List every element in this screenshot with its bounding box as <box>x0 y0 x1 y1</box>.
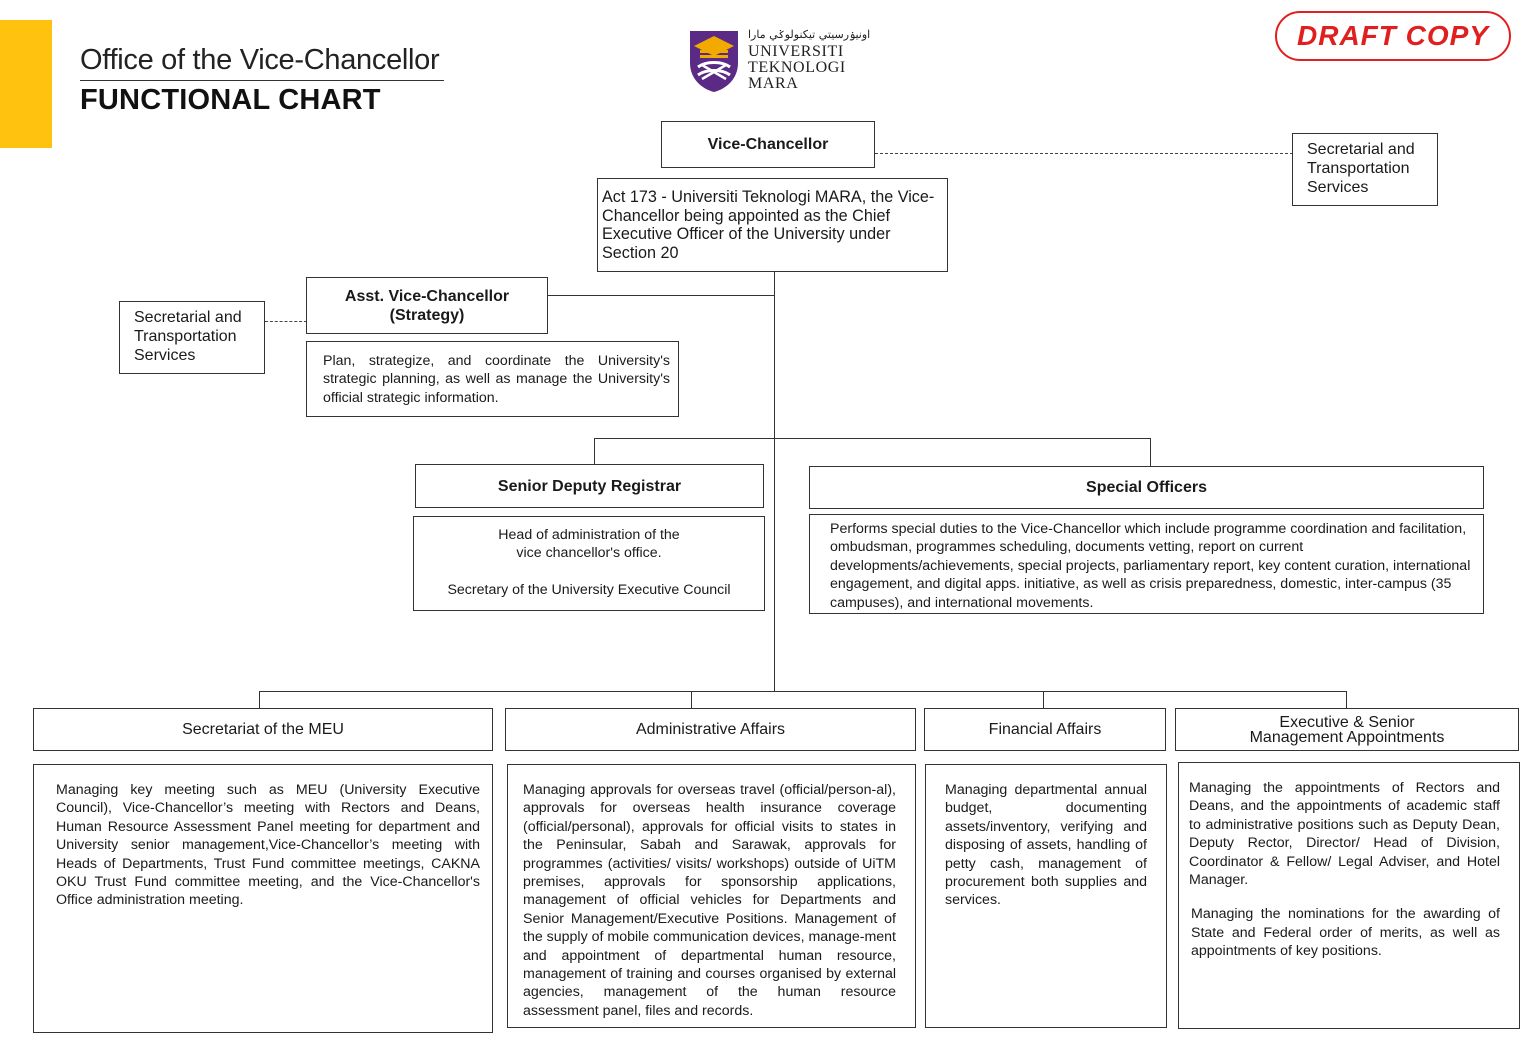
unit-administrative-affairs-description: Managing approvals for overseas travel (… <box>523 782 897 1019</box>
uitm-logo: اونيۏرسيتي تيكنولوݢي مارا UNIVERSITI TEK… <box>686 27 870 93</box>
dashed-connector-avc-secretarial <box>265 321 307 322</box>
unit-financial-affairs-description: Managing departmental annual budget, doc… <box>945 782 1147 909</box>
chart-title: FUNCTIONAL CHART <box>80 84 381 116</box>
unit-appointments-description-p2: Managing the nominations for the awardin… <box>1191 906 1500 960</box>
logo-arabic-text: اونيۏرسيتي تيكنولوݢي مارا <box>748 28 871 41</box>
special-officers-box: Special Officers <box>809 466 1484 509</box>
unit-financial-affairs-description-box: Managing departmental annual budget, doc… <box>925 764 1167 1028</box>
unit-secretariat-meu-description-box: Managing key meeting such as MEU (Univer… <box>33 764 493 1033</box>
uitm-crest-icon <box>690 31 738 92</box>
logo-word-teknologi: TEKNOLOGI <box>748 59 846 76</box>
sdr-desc-line3: Secretary of the University Executive Co… <box>447 581 731 598</box>
avc-secretarial-text: Secretarial and Transportation Services <box>134 309 242 364</box>
sdr-desc-line2: vice chancellor's office. <box>516 545 662 562</box>
senior-deputy-registrar-title: Senior Deputy Registrar <box>497 477 682 495</box>
unit-appointments-title-line1: Executive & Senior <box>1279 713 1415 731</box>
asst-vc-title: Asst. Vice-Chancellor <box>344 287 510 305</box>
accent-bar <box>0 20 52 148</box>
vice-chancellor-title: Vice-Chancellor <box>707 136 829 153</box>
logo-word-universiti: UNIVERSITI <box>748 43 844 60</box>
asst-vc-description-box: Plan, strategize, and coordinate the Uni… <box>306 341 679 417</box>
avc-secretarial-box: Secretarial and Transportation Services <box>119 301 265 374</box>
senior-deputy-registrar-description-box: Head of administration of the vice chanc… <box>413 516 765 611</box>
connector-tier3-bar <box>259 691 1347 692</box>
connector-appointments-drop <box>1346 691 1347 708</box>
vice-chancellor-description-box: Act 173 - Universiti Teknologi MARA, the… <box>597 178 948 272</box>
connector-special-drop <box>1150 438 1151 466</box>
unit-financial-affairs-box: Financial Affairs <box>924 708 1166 751</box>
sdr-desc-line1: Head of administration of the <box>498 527 680 543</box>
dashed-connector-vc-secretarial <box>875 153 1293 154</box>
vc-secretarial-text: Secretarial and Transportation Services <box>1307 141 1415 196</box>
unit-administrative-affairs-box: Administrative Affairs <box>505 708 916 751</box>
draft-copy-stamp: DRAFT COPY <box>1275 11 1511 61</box>
connector-vc-spine <box>774 271 775 692</box>
title-divider <box>80 80 444 81</box>
unit-secretariat-meu-box: Secretariat of the MEU <box>33 708 493 751</box>
connector-avc-branch <box>547 295 775 296</box>
senior-deputy-registrar-box: Senior Deputy Registrar <box>415 464 764 508</box>
unit-administrative-affairs-title: Administrative Affairs <box>635 721 786 738</box>
logo-word-mara: MARA <box>748 75 799 92</box>
special-officers-description: Performs special duties to the Vice-Chan… <box>830 521 1471 611</box>
connector-tier2-bar <box>594 438 1151 439</box>
unit-secretariat-meu-description: Managing key meeting such as MEU (Univer… <box>56 782 480 909</box>
special-officers-description-box: Performs special duties to the Vice-Chan… <box>809 514 1484 614</box>
unit-financial-affairs-title: Financial Affairs <box>988 721 1102 738</box>
asst-vc-subtitle: (Strategy) <box>389 306 465 324</box>
connector-sdr-drop <box>594 438 595 465</box>
vc-secretarial-box: Secretarial and Transportation Services <box>1292 133 1438 206</box>
office-title: Office of the Vice-Chancellor <box>80 44 440 76</box>
unit-appointments-description-box: Managing the appointments of Rectors and… <box>1178 762 1520 1029</box>
vice-chancellor-description: Act 173 - Universiti Teknologi MARA, the… <box>602 188 935 262</box>
asst-vc-description: Plan, strategize, and coordinate the Uni… <box>323 353 670 406</box>
asst-vice-chancellor-box: Asst. Vice-Chancellor (Strategy) <box>306 277 548 334</box>
connector-meu-drop <box>259 691 260 708</box>
connector-admin-drop <box>691 691 692 708</box>
unit-appointments-box: Executive & Senior Management Appointmen… <box>1175 708 1519 751</box>
unit-administrative-affairs-description-box: Managing approvals for overseas travel (… <box>507 764 916 1028</box>
special-officers-title: Special Officers <box>1086 479 1207 496</box>
unit-appointments-title-line2: Management Appointments <box>1249 728 1445 746</box>
unit-secretariat-meu-title: Secretariat of the MEU <box>182 721 344 738</box>
vice-chancellor-box: Vice-Chancellor <box>661 121 875 168</box>
connector-finance-drop <box>1043 691 1044 708</box>
unit-appointments-description-p1: Managing the appointments of Rectors and… <box>1189 780 1500 889</box>
